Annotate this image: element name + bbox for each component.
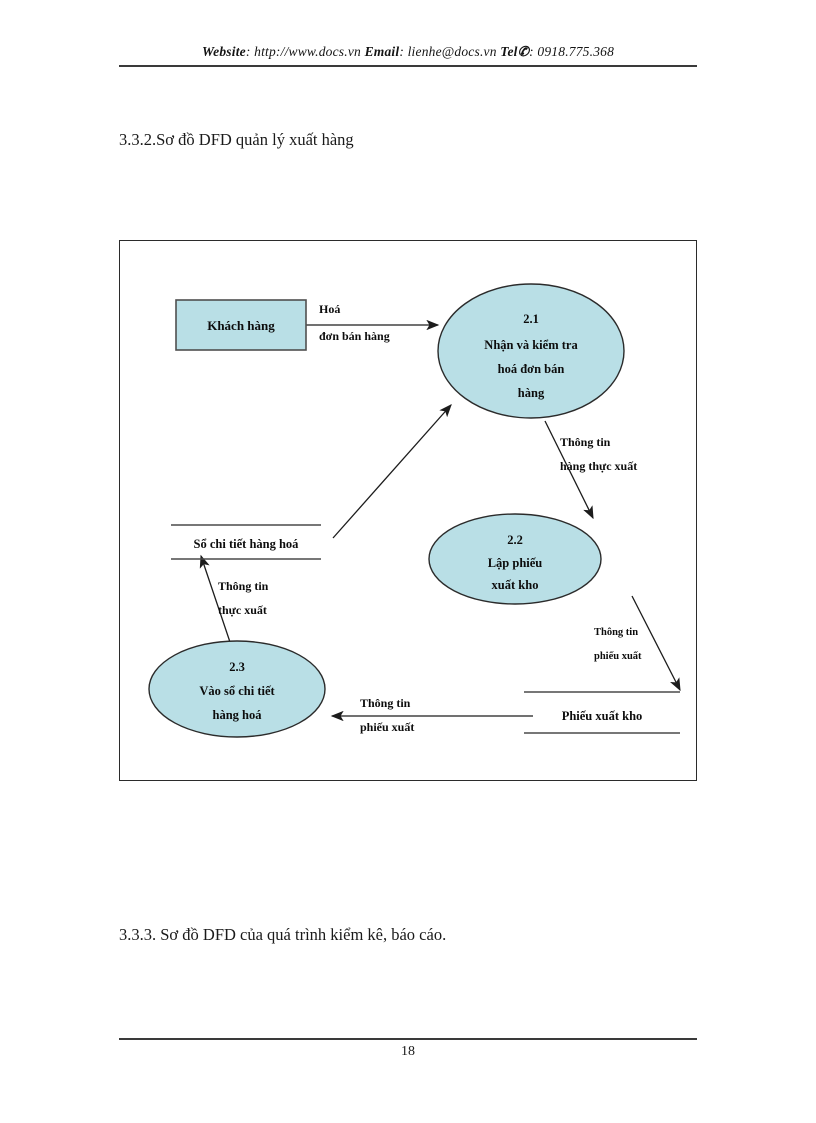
header-website-url: : http://www.docs.vn	[245, 44, 361, 59]
process-2-1-line2: hoá đơn bán	[498, 362, 565, 376]
process-2-3[interactable]: 2.3 Vào sổ chi tiết hàng hoá	[148, 640, 326, 738]
external-entity-khach-hang-label: Khách hàng	[207, 318, 275, 333]
section-heading-333: 3.3.3. Sơ đồ DFD của quá trình kiểm kê, …	[119, 925, 447, 944]
dfd-flow-labels: Hoá đơn bán hàng Thông tin hàng thực xuấ…	[218, 302, 642, 734]
header-divider	[119, 65, 697, 67]
process-2-2[interactable]: 2.2 Lập phiếu xuất kho	[428, 513, 602, 605]
header-email-value: : lienhe@docs.vn	[399, 44, 497, 59]
data-store-phieu-xuat-kho-label: Phiếu xuất kho	[562, 709, 643, 723]
process-2-3-line2: hàng hoá	[213, 708, 263, 722]
flow-label-hoa-don: Hoá đơn bán hàng	[319, 302, 390, 343]
process-2-2-line2: xuất kho	[492, 578, 539, 592]
flow-label-hang-thuc-xuat-line2: hàng thực xuất	[560, 459, 637, 473]
flow-label-thong-tin-phieu-xuat-bottom: Thông tin phiếu xuất	[360, 696, 414, 734]
dfd-diagram: Khách hàng 2.1 Nhận và kiểm tra hoá đơn …	[148, 283, 681, 738]
flow-arrow-thong-tin-thuc-xuat	[199, 554, 234, 652]
header-tel-value: : 0918.775.368	[529, 44, 615, 59]
flow-label-thong-tin-phieu-xuat-bottom-line1: Thông tin	[360, 696, 411, 710]
flow-label-hang-thuc-xuat-line1: Thông tin	[560, 435, 611, 449]
telephone-icon: ✆	[517, 44, 530, 59]
flow-label-thong-tin-thuc-xuat: Thông tin thực xuất	[218, 579, 269, 617]
flow-label-hang-thuc-xuat: Thông tin hàng thực xuất	[560, 435, 637, 473]
data-store-phieu-xuat-kho[interactable]: Phiếu xuất kho	[524, 691, 680, 734]
section-heading-332: 3.3.2.Sơ đồ DFD quản lý xuất hàng	[119, 130, 354, 149]
flow-label-thong-tin-thuc-xuat-line1: Thông tin	[218, 579, 269, 593]
header-contact-line: Website: http://www.docs.vn Email: lienh…	[119, 44, 697, 60]
flow-label-thong-tin-phieu-xuat-right-line1: Thông tin	[594, 627, 638, 638]
flow-label-thong-tin-thuc-xuat-line2: thực xuất	[218, 603, 267, 617]
data-store-so-chi-tiet-hang-hoa-label: Sổ chi tiết hàng hoá	[194, 537, 300, 551]
flow-arrow-hang-thuc-xuat	[544, 420, 594, 520]
process-2-2-line1: Lập phiếu	[488, 556, 543, 570]
process-2-1-line1: Nhận và kiểm tra	[484, 338, 578, 352]
header-tel-label: Tel	[500, 44, 518, 59]
data-store-so-chi-tiet-hang-hoa[interactable]: Sổ chi tiết hàng hoá	[171, 524, 321, 560]
flow-arrow-thong-tin-phieu-xuat-right	[631, 595, 681, 692]
flow-label-thong-tin-phieu-xuat-bottom-line2: phiếu xuất	[360, 720, 414, 734]
dfd-diagram-frame: Khách hàng 2.1 Nhận và kiểm tra hoá đơn …	[119, 240, 697, 781]
process-2-1-line3: hàng	[518, 386, 545, 400]
flow-label-hoa-don-line1: Hoá	[319, 302, 340, 316]
flow-label-thong-tin-phieu-xuat-right-line2: phiếu xuất	[594, 651, 642, 662]
external-entity-khach-hang[interactable]: Khách hàng	[175, 299, 307, 351]
header-email-label: Email	[364, 44, 400, 59]
flow-arrow-store-to-process-21	[332, 404, 452, 539]
flow-label-hoa-don-line2: đơn bán hàng	[319, 329, 390, 343]
header-website-label: Website	[201, 44, 246, 59]
page-header: Website: http://www.docs.vn Email: lienh…	[119, 44, 697, 67]
process-2-2-number: 2.2	[507, 533, 523, 547]
footer-divider	[119, 1038, 697, 1040]
page-footer: 18	[119, 1038, 697, 1060]
process-2-3-line1: Vào sổ chi tiết	[199, 684, 275, 698]
process-2-3-number: 2.3	[229, 660, 245, 674]
process-2-1-number: 2.1	[523, 312, 539, 326]
page-number: 18	[401, 1044, 415, 1059]
flow-label-thong-tin-phieu-xuat-right: Thông tin phiếu xuất	[594, 627, 642, 662]
dfd-connectors	[199, 319, 681, 722]
process-2-1[interactable]: 2.1 Nhận và kiểm tra hoá đơn bán hàng	[437, 283, 625, 419]
